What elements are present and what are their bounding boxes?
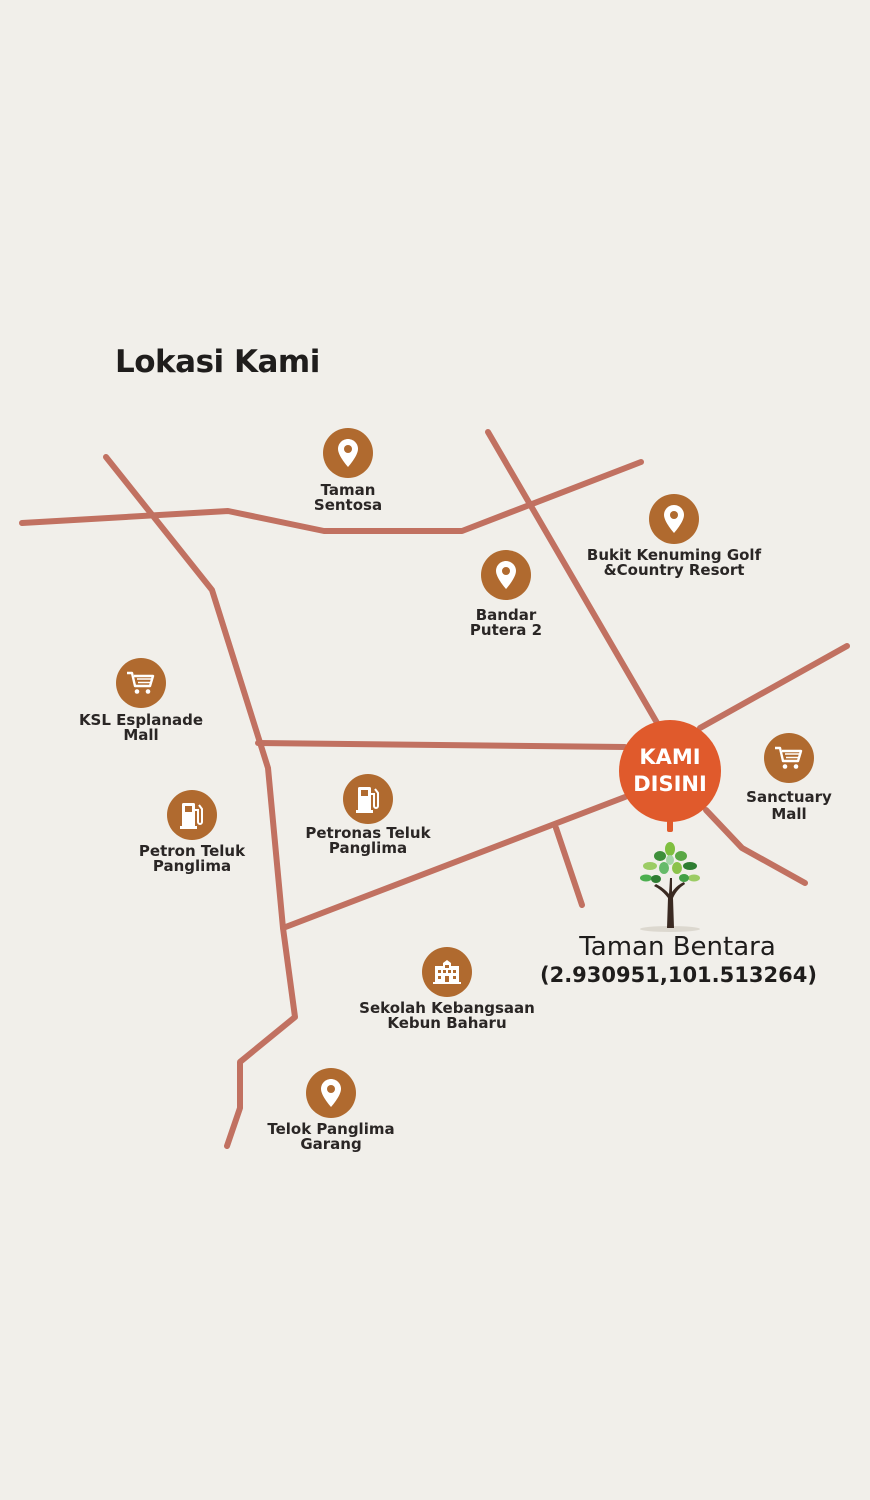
road — [697, 643, 850, 731]
destination-block: Taman Bentara (2.930951,101.513264) — [540, 932, 817, 988]
you-are-here-marker[interactable]: KAMI DISINI — [619, 720, 721, 822]
poi-label: Telok Panglima Garang — [267, 1120, 395, 1153]
marker-tail — [667, 820, 673, 832]
location-pin-icon — [323, 428, 373, 478]
poi-label: Bandar Putera 2 — [469, 606, 543, 639]
road — [103, 454, 298, 1149]
school-icon — [422, 947, 472, 997]
fuel-pump-icon — [343, 774, 393, 824]
fuel-pump-icon — [167, 790, 217, 840]
destination-name: Taman Bentara — [579, 932, 776, 962]
road — [280, 794, 628, 931]
poi-petronas[interactable]: Petronas Teluk Panglima — [268, 774, 468, 856]
poi-petron[interactable]: Petron Teluk Panglima — [92, 790, 292, 874]
location-pin-icon — [649, 494, 699, 544]
shopping-cart-icon — [116, 658, 166, 708]
road — [553, 825, 585, 908]
road — [19, 459, 644, 534]
poi-label: KSL Esplanade Mall — [78, 711, 204, 744]
poi-ksl-esplanade[interactable]: KSL Esplanade Mall — [41, 658, 241, 743]
poi-bukit-kenuming[interactable]: Bukit Kenuming Golf &Country Resort — [574, 494, 774, 578]
poi-label: Petronas Teluk Panglima — [305, 824, 431, 857]
road — [703, 807, 808, 886]
page-title: Lokasi Kami — [115, 344, 320, 380]
location-pin-icon — [306, 1068, 356, 1118]
shopping-cart-icon — [764, 733, 814, 783]
road — [255, 740, 628, 750]
poi-label: Sekolah Kebangsaan Kebun Baharu — [359, 999, 535, 1032]
tree-icon — [640, 842, 700, 932]
poi-label: Sanctuary Mall — [746, 788, 832, 823]
road — [485, 429, 663, 731]
location-pin-icon — [481, 550, 531, 600]
poi-label: Bukit Kenuming Golf &Country Resort — [586, 546, 762, 579]
poi-label: Taman Sentosa — [313, 481, 383, 514]
poi-telok-panglima[interactable]: Telok Panglima Garang — [231, 1068, 431, 1152]
poi-bandar-putera[interactable]: Bandar Putera 2 — [406, 550, 606, 638]
poi-sekolah[interactable]: Sekolah Kebangsaan Kebun Baharu — [347, 947, 547, 1031]
destination-coordinates: (2.930951,101.513264) — [540, 963, 817, 987]
poi-taman-sentosa[interactable]: Taman Sentosa — [248, 428, 448, 513]
poi-sanctuary-mall[interactable]: Sanctuary Mall — [689, 733, 870, 823]
poi-label: Petron Teluk Panglima — [138, 842, 246, 875]
